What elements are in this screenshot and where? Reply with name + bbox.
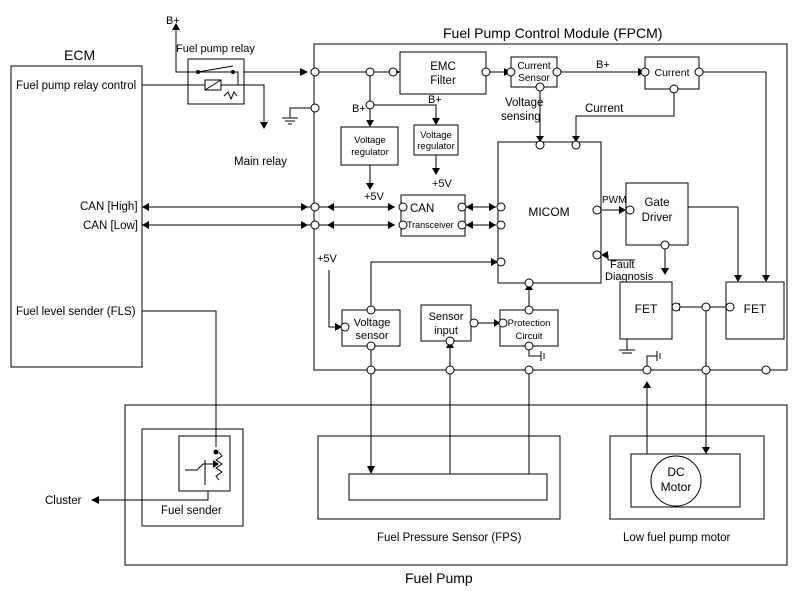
sinput-label-1: Sensor	[429, 311, 464, 323]
vreg1-label-1: Voltage	[354, 135, 386, 146]
fuel-pump-relay-label: Fuel pump relay	[176, 43, 255, 55]
can-transceiver-box	[400, 194, 466, 237]
can-low-label: CAN [Low]	[83, 220, 138, 232]
current-sensor-label-2: Sensor	[518, 73, 550, 84]
gate-driver-label-2: Driver	[642, 212, 673, 224]
gate-driver-box	[625, 182, 689, 246]
fuel-pump-title: Fuel Pump	[405, 570, 473, 586]
vreg2-label-2: regulator	[417, 141, 455, 152]
can-box-label-2: Transceiver	[407, 220, 454, 230]
fls-wire	[142, 310, 217, 447]
emc-filter-box	[399, 51, 487, 95]
sinput-label-2: input	[434, 325, 458, 337]
plus5v-label-1: +5V	[364, 191, 385, 203]
current-sensor-label-1: Current	[517, 61, 551, 72]
fault-label-1: Fault	[610, 259, 634, 271]
gate-driver-label-1: Gate	[645, 197, 670, 209]
motor-inner	[630, 453, 741, 508]
fps-box	[317, 435, 561, 520]
fault-label-2: Diagnosis	[605, 271, 654, 283]
motor-label-1: DC	[667, 465, 685, 479]
motor-box	[609, 435, 765, 520]
fet-left-label: FET	[635, 302, 658, 316]
vreg1-label-2: regulator	[351, 147, 389, 158]
protection-circuit-box	[499, 309, 559, 347]
fuel-sender-inner	[178, 435, 231, 492]
can-high-label: CAN [High]	[80, 201, 138, 213]
fuel-pump-box	[124, 404, 788, 566]
voltage-sensing-label-2: sensing	[501, 111, 541, 123]
plus5v-label-3: +5V	[317, 253, 338, 265]
fet-right-label: FET	[744, 302, 767, 316]
main-relay-wire	[238, 84, 265, 122]
voltage-sensing-label-1: Voltage	[505, 97, 543, 109]
fuel-pump-relay-control-label: Fuel pump relay control	[16, 80, 136, 92]
vreg2-label-1: Voltage	[420, 130, 452, 141]
fet-left-box	[619, 281, 673, 340]
dc-motor-symbol	[650, 455, 702, 507]
fpcm-title: Fuel Pump Control Module (FPCM)	[443, 25, 662, 41]
b-plus-vr1-label: B+	[352, 103, 366, 115]
micom-label: MICOM	[528, 205, 569, 219]
can-box-label-1: CAN	[410, 203, 434, 215]
fps-label: Fuel Pressure Sensor (FPS)	[377, 532, 522, 544]
fls-label: Fuel level sender (FLS)	[16, 306, 136, 318]
main-relay-label: Main relay	[234, 156, 287, 168]
prot-label-1: Protection	[508, 318, 551, 329]
voltage-regulator-2	[413, 124, 459, 156]
connector-circles	[310, 67, 771, 375]
ecm-box	[10, 65, 143, 368]
cluster-label: Cluster	[45, 495, 82, 507]
current-box-label: Current	[654, 67, 689, 79]
emc-filter-label-2: Filter	[430, 75, 456, 87]
current-box	[644, 56, 700, 90]
b-plus-vr2-label: B+	[428, 94, 442, 106]
pwm-label: PWM	[602, 195, 626, 206]
fet-right-box	[725, 281, 785, 340]
current-label: Current	[585, 103, 624, 115]
vsensor-label-2: sensor	[355, 330, 388, 342]
emc-filter-label-1: EMC	[430, 61, 456, 73]
micom-box	[497, 141, 602, 284]
b-plus-relay-label: B+	[166, 15, 180, 27]
fps-inner	[348, 473, 548, 501]
ecm-title: ECM	[64, 47, 95, 63]
low-fuel-pump-motor-label: Low fuel pump motor	[623, 532, 731, 544]
fuel-sender-box	[141, 428, 244, 527]
prot-label-2: Circuit	[516, 331, 543, 342]
b-plus-cs-label: B+	[596, 59, 610, 71]
fuel-sender-label: Fuel sender	[161, 505, 222, 517]
voltage-regulator-1	[340, 126, 399, 166]
motor-label-2: Motor	[661, 480, 692, 494]
vsensor-label-1: Voltage	[354, 317, 391, 329]
plus5v-label-2: +5V	[432, 178, 453, 190]
